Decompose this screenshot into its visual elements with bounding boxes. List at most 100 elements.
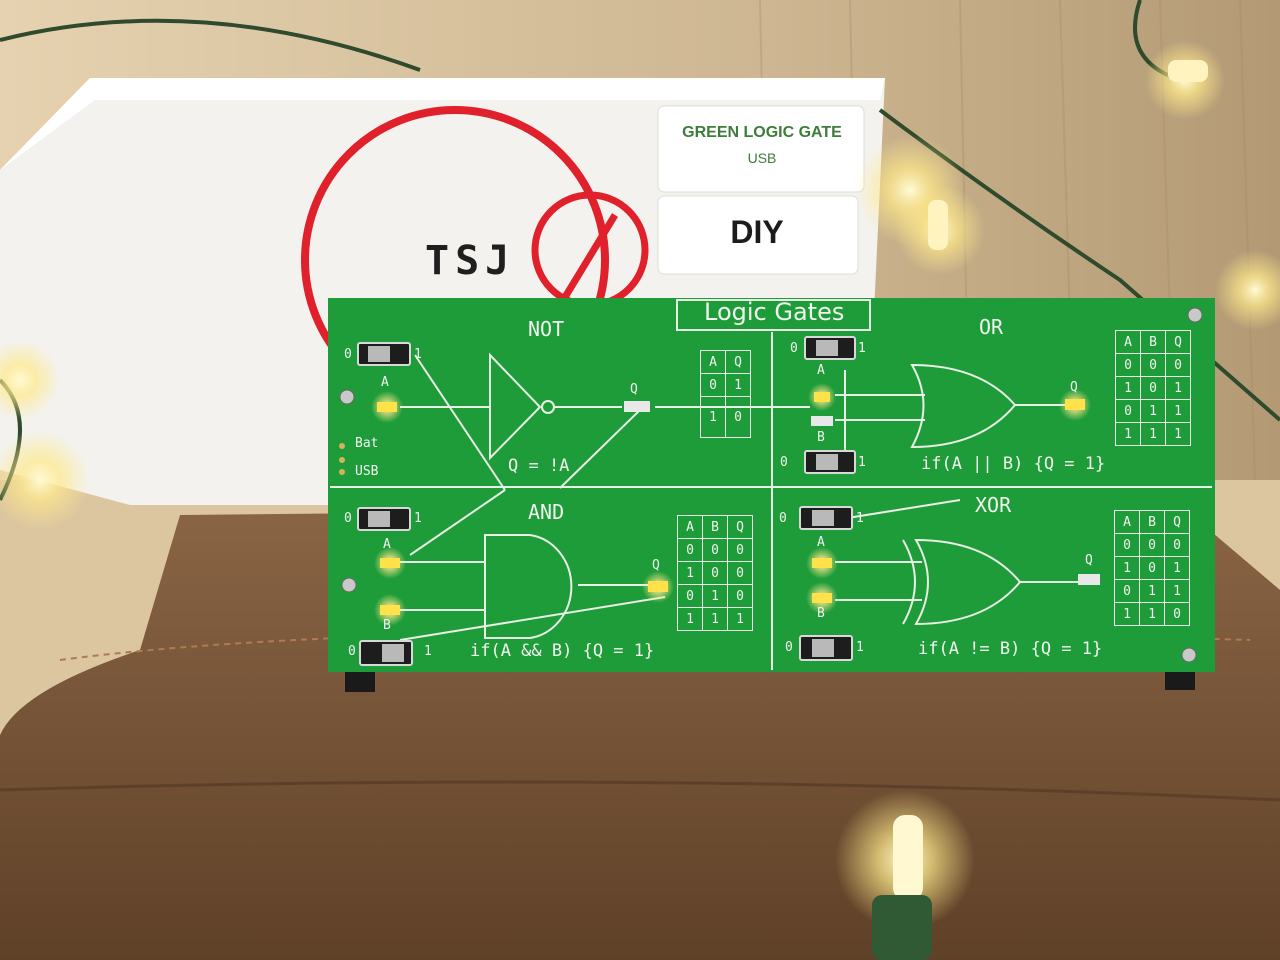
table-cell: 1 xyxy=(702,607,728,631)
light-string-cable xyxy=(0,0,1280,501)
table-cell: 1 xyxy=(1165,422,1191,446)
table-cell: 0 xyxy=(1114,533,1140,557)
table-cell: 0 xyxy=(677,538,703,562)
or-pin-b: B xyxy=(817,430,825,445)
and-switch-a-zero: 0 xyxy=(344,511,352,526)
table-cell: 0 xyxy=(1115,399,1141,423)
power-label-bat: Bat xyxy=(355,436,379,451)
table-cell: 1 xyxy=(1164,579,1190,603)
pcb-title: Logic Gates xyxy=(704,298,845,326)
xor-gate-title: XOR xyxy=(975,493,1012,517)
xor-pin-b: B xyxy=(817,606,825,621)
not-gate-title: NOT xyxy=(528,317,565,341)
and-pin-b: B xyxy=(383,618,391,633)
or-switch-a-one: 1 xyxy=(858,341,866,356)
table-cell: 1 xyxy=(1114,602,1140,626)
or-switch-a-zero: 0 xyxy=(790,341,798,356)
power-label-usb: USB xyxy=(355,464,379,479)
not-pin-q: Q xyxy=(630,382,638,397)
table-header: Q xyxy=(727,515,753,539)
mounting-screws xyxy=(339,307,1203,663)
or-switch-b-zero: 0 xyxy=(780,455,788,470)
and-switch-b-zero: 0 xyxy=(348,644,356,659)
switch-knobs xyxy=(368,340,838,662)
table-row: 1 0 xyxy=(700,396,751,438)
and-gate-title: AND xyxy=(528,500,565,524)
table-header: B xyxy=(1140,330,1166,354)
xor-pin-a: A xyxy=(817,535,825,550)
not-switch-one: 1 xyxy=(414,347,422,362)
and-gate-expression: if(A && B) {Q = 1} xyxy=(470,641,655,661)
xor-switch-a-one: 1 xyxy=(856,511,864,526)
table-cell: 0 xyxy=(1139,533,1165,557)
table-cell: 0 xyxy=(727,538,753,562)
table-cell: 1 xyxy=(677,607,703,631)
table-cell: 1 xyxy=(702,584,728,608)
pcb-foot-right xyxy=(1165,668,1195,690)
table-cell: 0 xyxy=(1164,602,1190,626)
xor-gate-expression: if(A != B) {Q = 1} xyxy=(918,639,1103,659)
table-header: A xyxy=(677,515,703,539)
table-cell: 1 xyxy=(725,373,751,397)
or-pin-a: A xyxy=(817,363,825,378)
table-header: A xyxy=(1115,330,1141,354)
and-switch-b-one: 1 xyxy=(424,644,432,659)
led-indicators xyxy=(371,383,1100,626)
box-label-top xyxy=(657,105,865,193)
not-pin-a: A xyxy=(381,375,389,390)
or-pin-q: Q xyxy=(1070,380,1078,395)
table-cell: 1 xyxy=(1114,556,1140,580)
table-header: Q xyxy=(1164,510,1190,534)
table-cell: 1 xyxy=(1164,556,1190,580)
or-switch-b-one: 1 xyxy=(858,455,866,470)
table-cell: 0 xyxy=(702,561,728,585)
fairy-lights xyxy=(0,40,1280,960)
table-cell: 1 xyxy=(1139,579,1165,603)
table-cell: 0 xyxy=(1165,353,1191,377)
not-truth-table: A Q 0 1 1 0 xyxy=(700,350,751,438)
table-header: A xyxy=(1114,510,1140,534)
xor-pin-q: Q xyxy=(1085,553,1093,568)
table-cell: 1 xyxy=(1165,376,1191,400)
table-cell: 1 xyxy=(1115,376,1141,400)
table-cell: 1 xyxy=(1140,422,1166,446)
or-gate-expression: if(A || B) {Q = 1} xyxy=(921,454,1106,474)
box-top-flap xyxy=(0,78,885,170)
xor-switch-b-one: 1 xyxy=(856,640,864,655)
table-cell: 0 xyxy=(1164,533,1190,557)
box-label-subtitle: USB xyxy=(747,150,777,166)
table-header: B xyxy=(1139,510,1165,534)
table-cell: 1 xyxy=(1140,399,1166,423)
table-cell: 1 xyxy=(727,607,753,631)
not-gate-expression: Q = !A xyxy=(508,456,570,476)
table-cell: 0 xyxy=(1140,353,1166,377)
and-switch-a-one: 1 xyxy=(414,511,422,526)
table-header: B xyxy=(702,515,728,539)
table-header: Q xyxy=(1165,330,1191,354)
and-pin-a: A xyxy=(383,537,391,552)
box-label-diy: DIY xyxy=(730,214,784,250)
table-cell: 0 xyxy=(1114,579,1140,603)
and-pin-q: Q xyxy=(652,558,660,573)
xor-switch-a-zero: 0 xyxy=(779,511,787,526)
table-cell: 0 xyxy=(1140,376,1166,400)
table-cell: 0 xyxy=(727,561,753,585)
table-cell: 0 xyxy=(1115,353,1141,377)
table-cell: 1 xyxy=(1139,602,1165,626)
power-pads xyxy=(339,443,345,475)
box-logo-text: TSJ xyxy=(425,238,516,284)
